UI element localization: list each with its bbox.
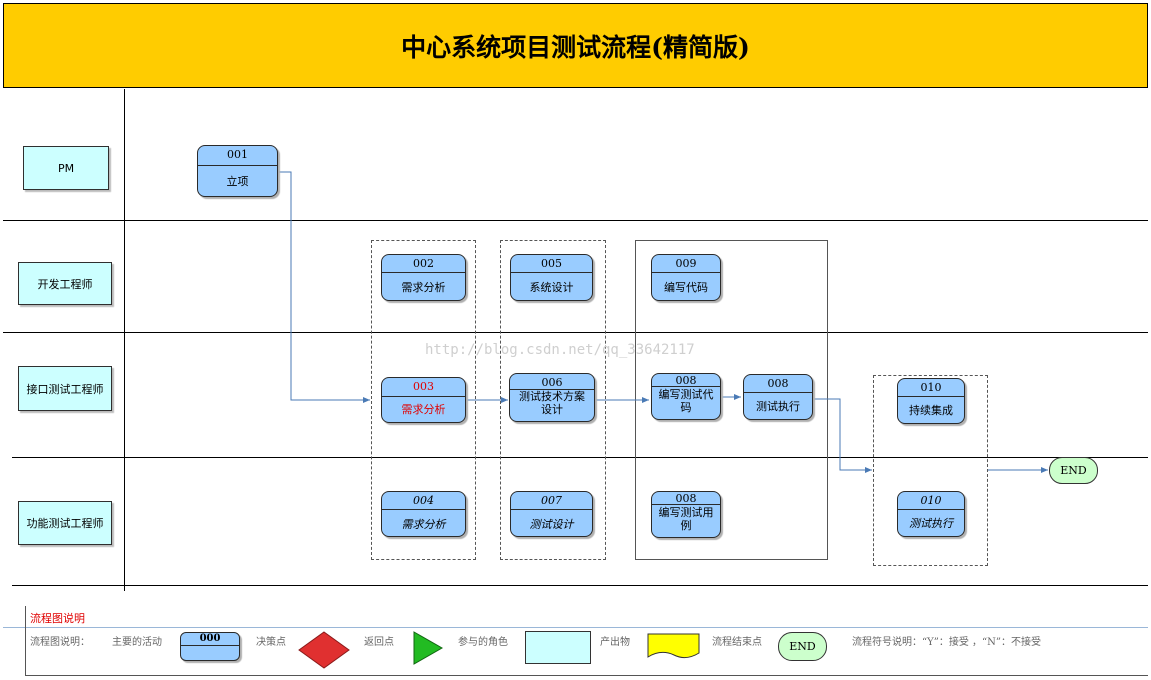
end-node[interactable]: END <box>1049 457 1098 484</box>
task-number: 007 <box>541 494 562 507</box>
task-008-test-execution[interactable]: 008 测试执行 <box>743 374 813 420</box>
task-label: 编写代码 <box>664 281 708 294</box>
task-008-write-test-code[interactable]: 008 编写测试代码 <box>651 373 721 420</box>
lane-divider <box>3 220 1148 221</box>
legend-return-label: 返回点 <box>364 637 394 648</box>
role-interface-test-engineer: 接口测试工程师 <box>18 366 112 411</box>
legend-panel: 流程图说明 流程图说明： 主要的活动 000 决策点 返回点 参与的角色 产出物… <box>0 600 1151 680</box>
role-label: PM <box>57 161 75 175</box>
legend-end-shape: END <box>778 632 827 661</box>
task-number: 002 <box>413 257 434 270</box>
task-label: 编写测试用例 <box>658 506 714 532</box>
task-number: 010 <box>920 381 942 394</box>
task-008-write-test-cases[interactable]: 008 编写测试用例 <box>651 491 721 538</box>
decision-diamond-icon <box>298 631 350 669</box>
lane-divider <box>3 332 1148 333</box>
task-label: 需求分析 <box>401 518 446 531</box>
task-number: 008 <box>675 492 697 505</box>
task-number: 008 <box>767 377 789 390</box>
role-label: 开发工程师 <box>37 277 93 291</box>
task-004-requirements-analysis[interactable]: 004 需求分析 <box>381 491 466 537</box>
role-label: 接口测试工程师 <box>26 382 104 396</box>
legend-bottom-edge <box>25 675 1148 676</box>
legend-role-shape <box>525 631 591 664</box>
legend-heading: 流程图说明 <box>30 612 85 625</box>
role-dev-engineer: 开发工程师 <box>18 262 112 305</box>
task-009-write-code[interactable]: 009 编写代码 <box>651 254 721 301</box>
diagram-title: 中心系统项目测试流程(精简版) <box>401 32 750 62</box>
task-003-requirements-analysis[interactable]: 003 需求分析 <box>381 377 466 423</box>
task-number: 003 <box>413 380 434 393</box>
task-006-test-technical-plan-design[interactable]: 006 测试技术方案设计 <box>509 373 595 422</box>
task-label: 测试技术方案设计 <box>519 390 585 416</box>
task-label: 测试执行 <box>909 517 953 530</box>
legend-role-label: 参与的角色 <box>458 637 508 648</box>
role-function-test-engineer: 功能测试工程师 <box>18 501 112 545</box>
task-005-system-design[interactable]: 005 系统设计 <box>510 254 593 301</box>
task-007-test-design[interactable]: 007 测试设计 <box>510 491 593 537</box>
legend-decision-label: 决策点 <box>256 637 286 648</box>
task-001-project-initiation[interactable]: 001 立项 <box>197 145 278 197</box>
task-number: 004 <box>413 494 434 507</box>
legend-product-label: 产出物 <box>600 637 630 648</box>
role-pm: PM <box>23 146 109 190</box>
legend-intro: 流程图说明： <box>30 637 90 648</box>
task-label: 需求分析 <box>401 403 446 416</box>
task-010-continuous-integration[interactable]: 010 持续集成 <box>897 378 965 424</box>
legend-activity-num: 000 <box>199 633 221 644</box>
task-number: 010 <box>920 494 942 507</box>
title-bar: 中心系统项目测试流程(精简版) <box>3 3 1148 88</box>
task-label: 持续集成 <box>909 404 953 417</box>
task-label: 测试设计 <box>529 518 574 531</box>
task-label: 测试执行 <box>756 400 800 413</box>
return-triangle-icon <box>413 631 444 665</box>
task-number: 001 <box>227 148 248 161</box>
task-label: 系统设计 <box>529 281 574 294</box>
task-number: 008 <box>675 374 697 387</box>
lane-divider <box>12 457 1148 458</box>
task-number: 009 <box>675 257 697 270</box>
task-label: 立项 <box>226 175 249 188</box>
task-label: 需求分析 <box>401 281 446 294</box>
group-integration <box>873 375 988 566</box>
task-label: 编写测试代码 <box>658 388 714 414</box>
task-number: 005 <box>541 257 562 270</box>
task-number: 006 <box>541 376 563 389</box>
document-shape-icon <box>647 633 700 659</box>
legend-end-label: 流程结束点 <box>712 637 762 648</box>
watermark: http://blog.csdn.net/qq_33642117 <box>425 342 695 358</box>
role-label: 功能测试工程师 <box>26 517 104 530</box>
legend-activity-label: 主要的活动 <box>112 637 162 648</box>
legend-activity-shape: 000 <box>180 632 240 661</box>
task-010-test-execution[interactable]: 010 测试执行 <box>897 491 965 537</box>
lane-divider <box>12 585 1148 586</box>
lane-header-divider <box>124 89 125 591</box>
legend-divider <box>3 627 1148 628</box>
legend-symbols: 流程符号说明：“Y”：接受 ，“N”：不接受 <box>852 637 1041 648</box>
task-002-requirements-analysis[interactable]: 002 需求分析 <box>381 254 466 301</box>
legend-edge <box>25 606 26 676</box>
